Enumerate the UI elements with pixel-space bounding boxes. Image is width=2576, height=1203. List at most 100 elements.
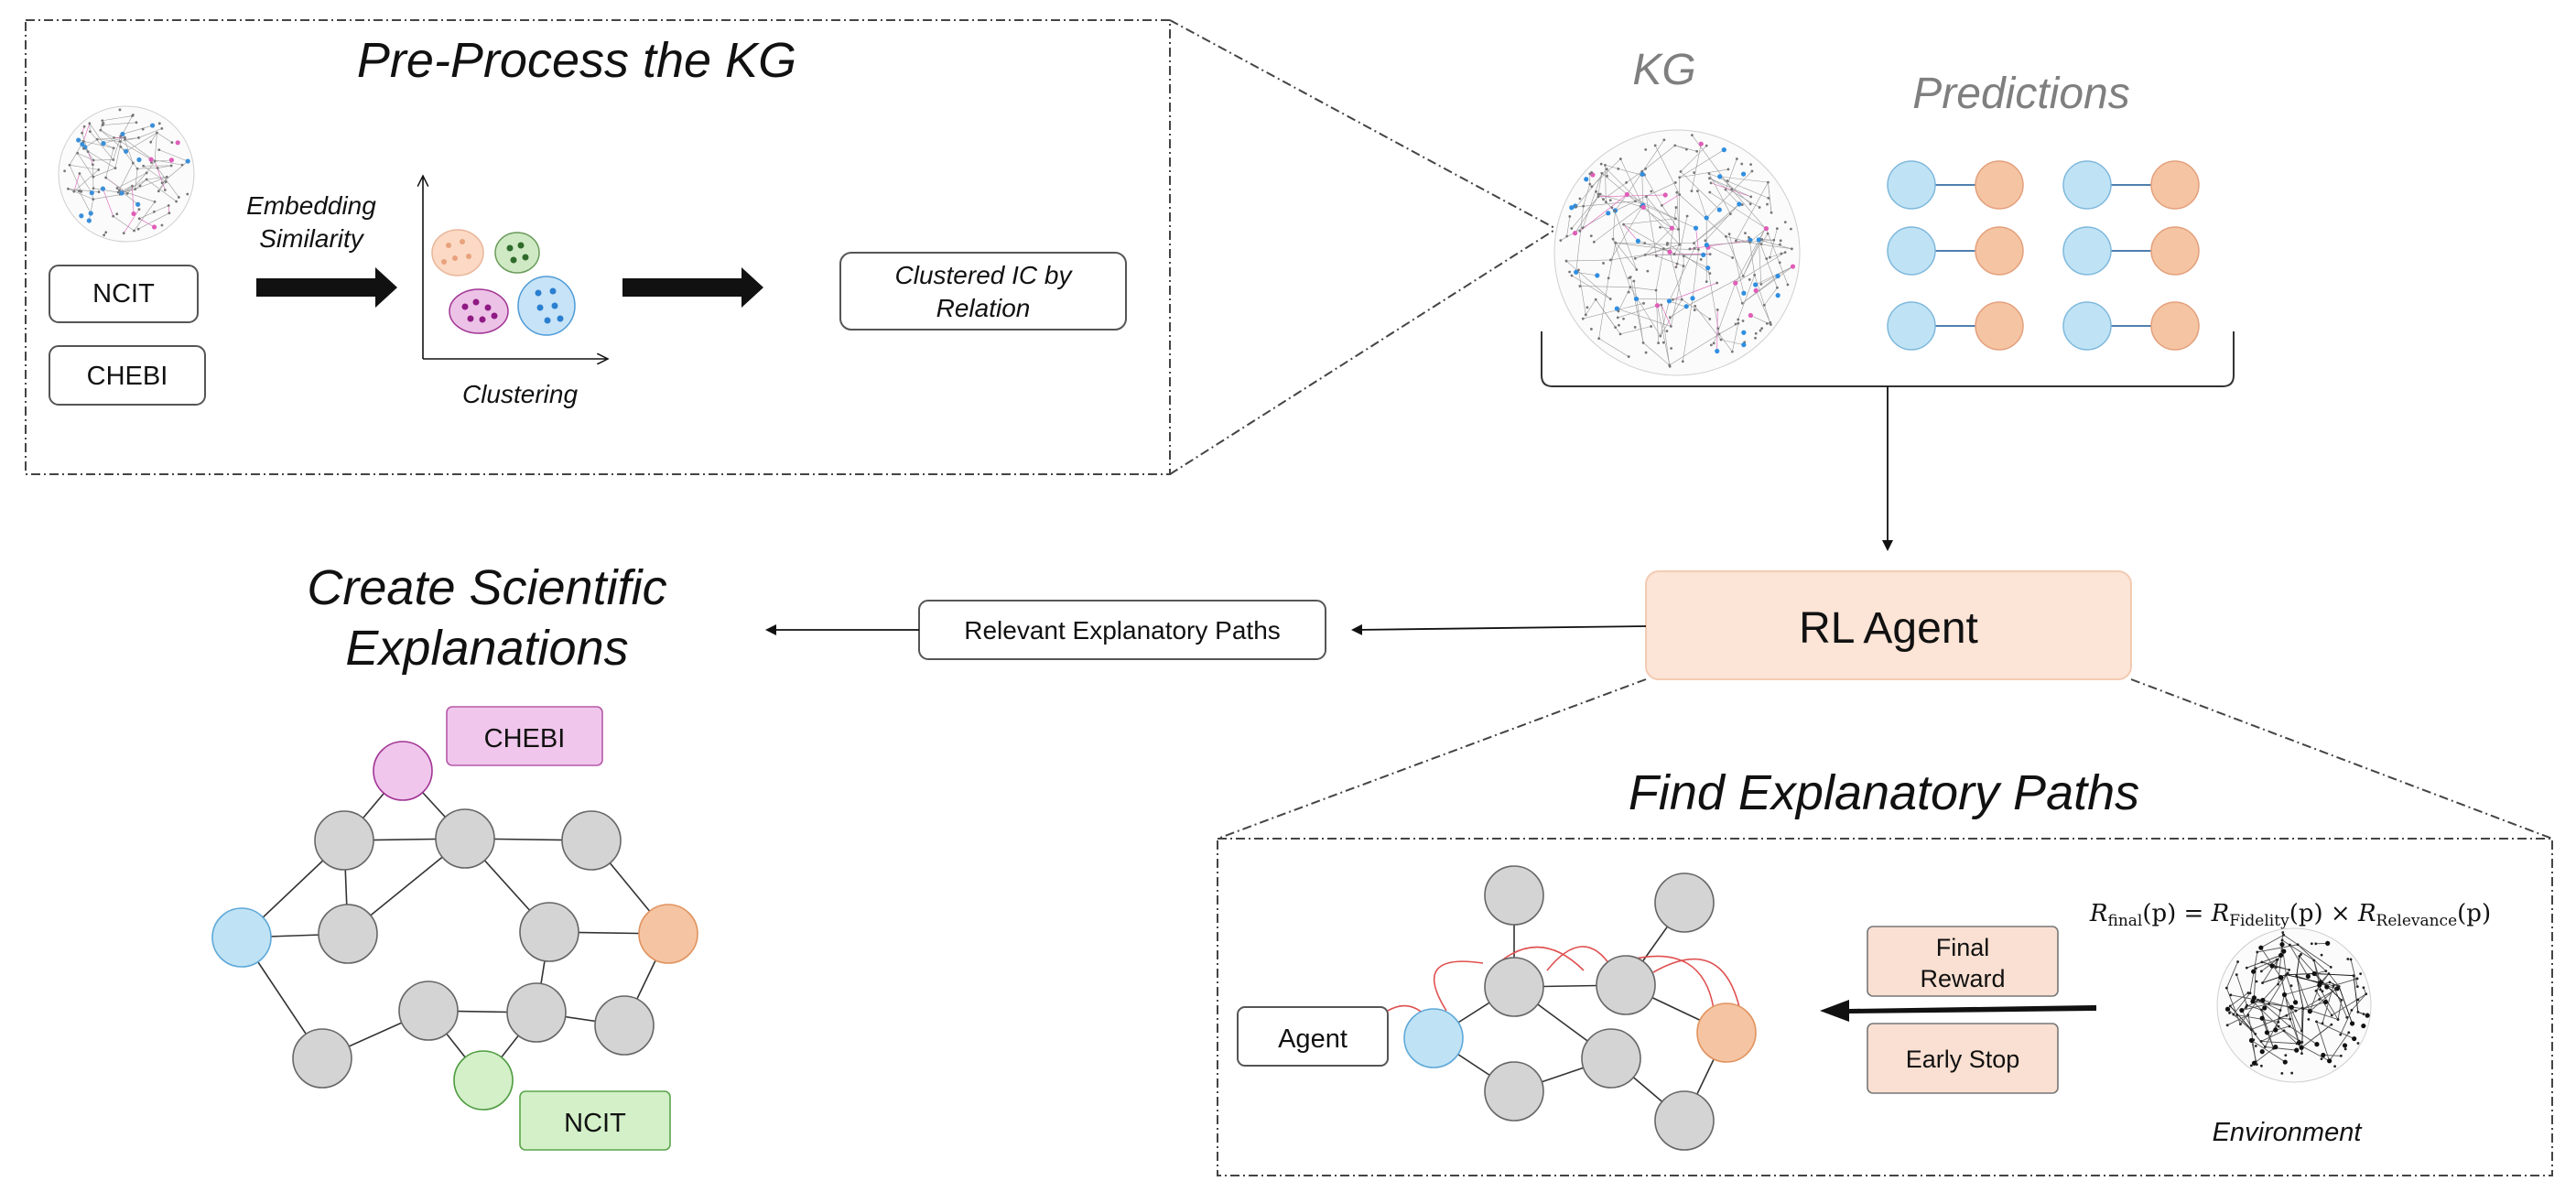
sphere-node xyxy=(2275,958,2278,961)
sphere-edge xyxy=(1641,170,1662,206)
chebi-label: CHEBI xyxy=(87,362,168,391)
sphere-node xyxy=(2345,1015,2349,1019)
sphere-node xyxy=(82,146,85,150)
sphere-node xyxy=(1625,180,1629,184)
sphere-node xyxy=(2356,1042,2360,1045)
sphere-node xyxy=(2250,999,2256,1004)
sphere-node xyxy=(2350,1008,2354,1012)
sphere-outline xyxy=(1553,129,1801,376)
reward-formula: Rfinal(p) = RFidelity(p) × RRelevance(p) xyxy=(2089,900,2491,930)
sphere-node xyxy=(92,187,95,190)
sphere-node xyxy=(2327,972,2331,975)
sphere-edge xyxy=(1692,135,1733,190)
sphere-node xyxy=(1790,247,1793,251)
sphere-edge xyxy=(1660,226,1679,230)
sphere-node xyxy=(1704,239,1707,243)
sphere-edge xyxy=(158,149,189,162)
graph-node xyxy=(1654,872,1715,933)
sphere-node xyxy=(1759,243,1763,245)
sphere-node xyxy=(2281,931,2285,934)
sphere-edge xyxy=(1636,298,1683,300)
sphere-node xyxy=(1735,157,1738,160)
sphere-edge xyxy=(79,173,92,193)
sphere-node xyxy=(1681,360,1684,363)
sphere-node xyxy=(2300,1052,2303,1056)
sphere-node xyxy=(2324,970,2328,973)
sphere-node xyxy=(1628,276,1631,280)
sphere-node xyxy=(116,190,120,194)
sphere-node xyxy=(101,141,106,146)
sphere-node xyxy=(1616,316,1619,320)
sphere-node xyxy=(156,131,158,135)
sphere-node xyxy=(2339,1054,2343,1057)
sphere-node xyxy=(1708,177,1711,180)
sphere-node xyxy=(1779,243,1781,246)
sphere-edge xyxy=(1657,305,1671,367)
explored-path xyxy=(1546,946,1612,971)
sphere-edge xyxy=(2286,974,2321,983)
sphere-node xyxy=(2288,968,2290,971)
prediction-head-node xyxy=(2062,160,2112,210)
relevant-paths-label: Relevant Explanatory Paths xyxy=(964,616,1281,645)
rl-agent-label: RL Agent xyxy=(1799,604,1978,653)
sphere-node xyxy=(1605,168,1608,171)
sphere-node xyxy=(160,181,164,185)
prediction-pair xyxy=(2062,160,2200,210)
sphere-edge xyxy=(1566,216,1571,237)
sphere-node xyxy=(1709,343,1713,347)
sphere-node xyxy=(2314,1042,2320,1047)
sphere-edge xyxy=(2340,1010,2353,1035)
ncit-label: NCIT xyxy=(92,279,155,309)
sphere-edge xyxy=(2351,993,2367,1011)
sphere-node xyxy=(1613,210,1617,212)
sphere-node xyxy=(1759,329,1762,332)
sphere-edge xyxy=(1669,333,1720,366)
sphere-edge xyxy=(2252,1001,2279,1027)
sphere-node xyxy=(1727,233,1731,236)
prediction-head-node xyxy=(2062,301,2112,351)
sphere-node xyxy=(1610,206,1614,210)
graph-node xyxy=(1484,1061,1544,1122)
sphere-edge xyxy=(2310,988,2337,1012)
sphere-edge xyxy=(1615,243,1668,245)
sphere-node xyxy=(2294,1009,2298,1013)
sphere-node xyxy=(1662,138,1666,142)
sphere-node xyxy=(1643,253,1647,256)
sphere-node xyxy=(2312,959,2316,962)
sphere-node xyxy=(2321,1022,2324,1025)
sphere-node xyxy=(1673,181,1677,184)
sphere-node xyxy=(1604,163,1607,167)
sphere-node xyxy=(1640,171,1645,177)
sphere-node xyxy=(1690,190,1694,193)
sphere-edge xyxy=(1770,252,1786,258)
sphere-node xyxy=(2284,973,2288,977)
sphere-edge xyxy=(2353,975,2359,1013)
sphere-node xyxy=(1693,309,1696,312)
sphere-node xyxy=(1675,262,1679,266)
sphere-edge xyxy=(1619,326,1651,335)
sphere-edge xyxy=(1708,173,1731,214)
sphere-node xyxy=(2268,1002,2270,1005)
sphere-edge xyxy=(2276,959,2278,968)
sphere-node xyxy=(95,137,99,141)
sphere-edge xyxy=(1755,290,1771,323)
kg-sphere-small-icon xyxy=(58,105,195,243)
sphere-node xyxy=(1575,205,1578,209)
sphere-edge xyxy=(100,129,114,138)
sphere-node xyxy=(2277,1020,2280,1024)
sphere-node xyxy=(2298,1039,2301,1043)
sphere-edge xyxy=(1646,196,1657,256)
sphere-node xyxy=(1760,327,1764,330)
sphere-node xyxy=(1653,144,1657,147)
sphere-node xyxy=(1769,320,1772,324)
sphere-node xyxy=(2259,1015,2265,1021)
sphere-node xyxy=(2319,988,2322,992)
sphere-node xyxy=(1607,276,1610,280)
sphere-node xyxy=(160,223,164,227)
sphere-node xyxy=(170,141,174,145)
sphere-edge xyxy=(1610,205,1644,261)
sphere-edge xyxy=(117,162,134,193)
sphere-node xyxy=(1608,199,1612,202)
explanation-graph xyxy=(211,741,698,1111)
sphere-edge xyxy=(2271,965,2289,970)
